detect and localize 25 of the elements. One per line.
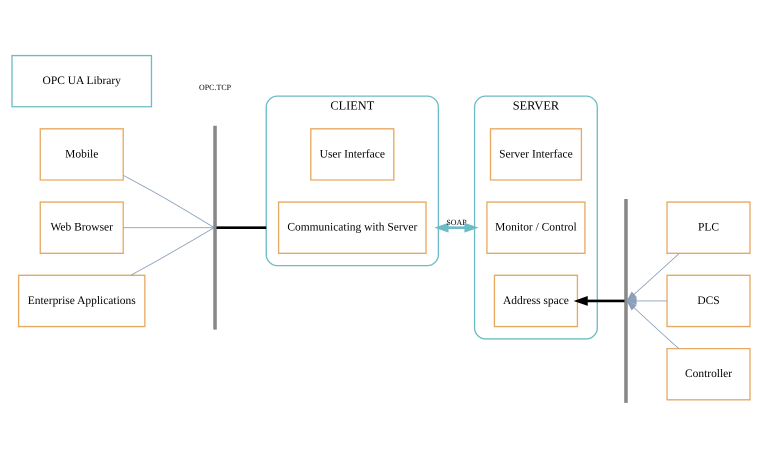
node-bar bbox=[624, 198, 628, 403]
node-box: Address space bbox=[494, 274, 578, 328]
arrow bbox=[626, 252, 680, 302]
node-box: Controller bbox=[666, 348, 751, 400]
arrow bbox=[574, 296, 624, 306]
connector bbox=[123, 227, 214, 228]
edge-label: SOAP bbox=[446, 218, 467, 228]
node-box: Web Browser bbox=[40, 201, 124, 254]
arrow bbox=[434, 222, 479, 233]
label: OPC.TCP bbox=[199, 83, 232, 92]
connector bbox=[123, 175, 214, 228]
node-box: Server Interface bbox=[490, 128, 582, 181]
node-box: PLC bbox=[666, 201, 751, 254]
node-box: User Interface bbox=[310, 128, 394, 181]
node-box: DCS bbox=[666, 274, 751, 328]
node-box: Monitor / Control bbox=[486, 201, 586, 254]
arrow bbox=[626, 297, 668, 305]
node-box: Communicating with Server bbox=[278, 201, 427, 254]
node-box: Mobile bbox=[40, 128, 124, 181]
node-box: Enterprise Applications bbox=[18, 274, 146, 328]
connector bbox=[216, 226, 266, 229]
node-box: OPC UA Library bbox=[11, 54, 152, 108]
node-bar bbox=[213, 126, 217, 330]
arrow bbox=[626, 300, 680, 350]
connector bbox=[130, 228, 214, 276]
